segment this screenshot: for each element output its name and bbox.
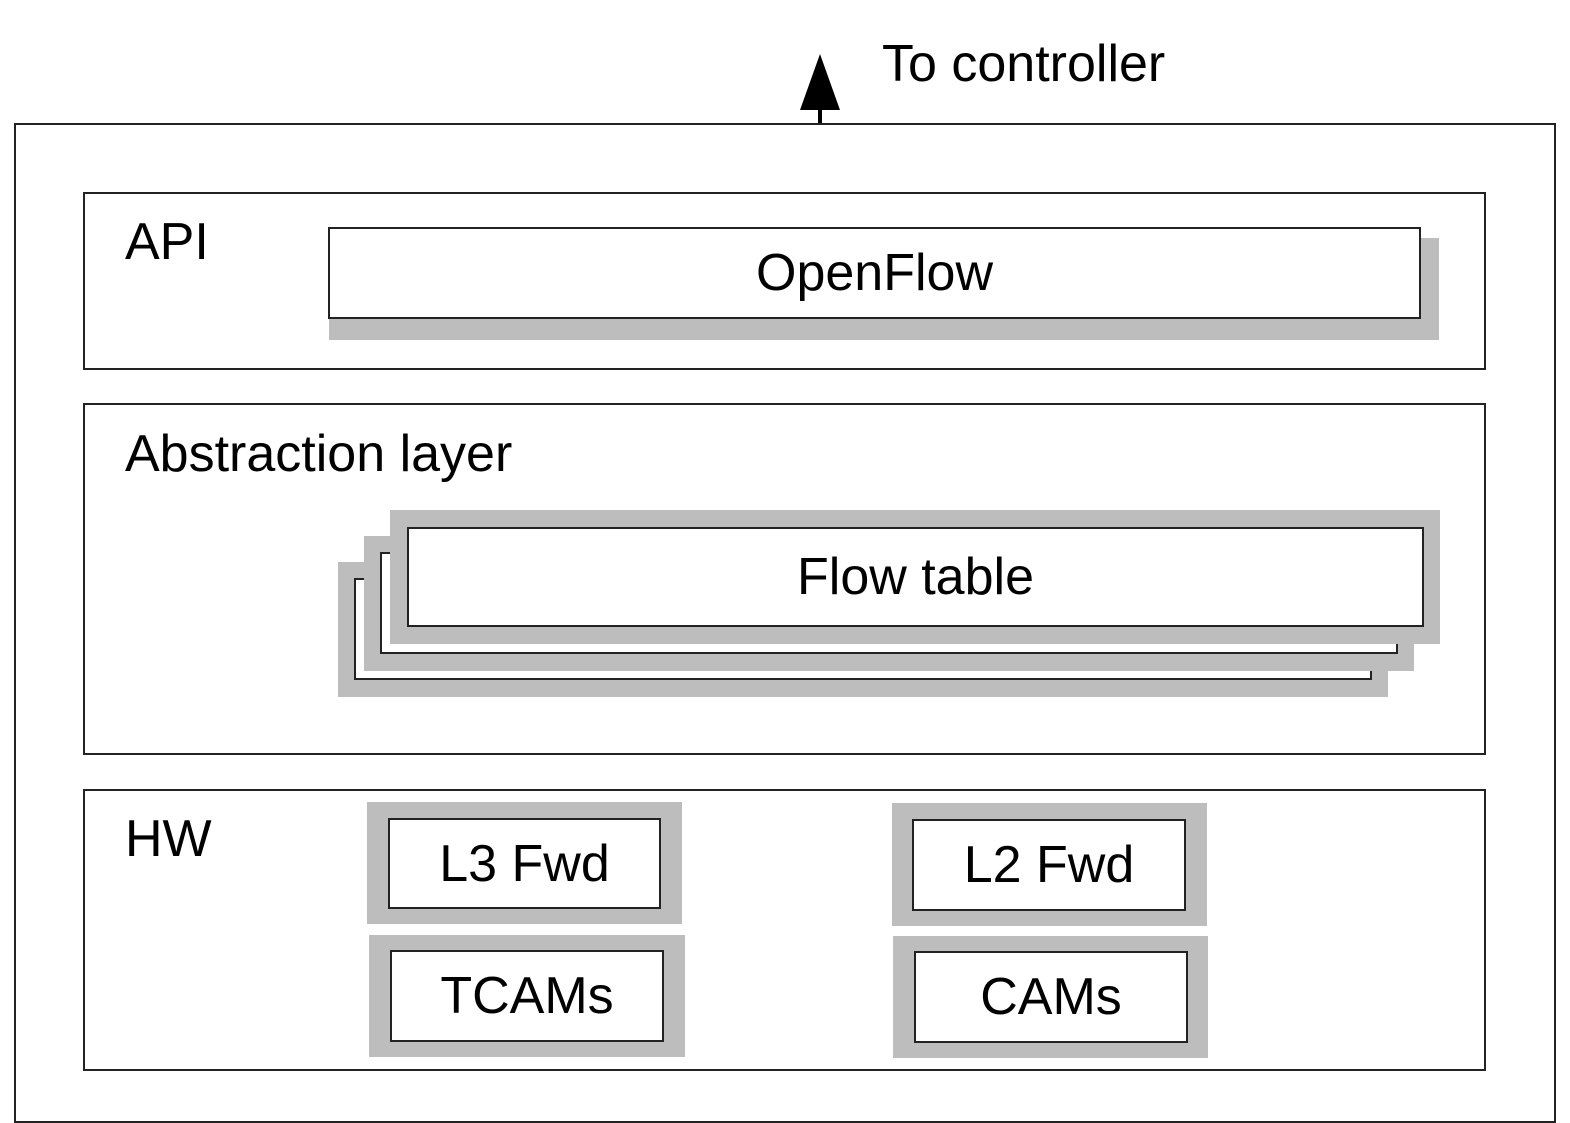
openflow-box: OpenFlow [328, 227, 1421, 319]
arrowhead-icon [800, 54, 840, 110]
l2-fwd-box: L2 Fwd [912, 819, 1186, 911]
cams-box: CAMs [914, 951, 1188, 1043]
to-controller-label: To controller [882, 35, 1166, 93]
hw-layer [83, 789, 1486, 1071]
abstraction-layer-label: Abstraction layer [125, 425, 513, 483]
l3-fwd-box: L3 Fwd [388, 818, 661, 909]
hw-layer-label: HW [125, 810, 212, 868]
tcams-box: TCAMs [390, 950, 664, 1042]
flow-table-box: Flow table [407, 527, 1424, 627]
api-layer-label: API [125, 213, 209, 271]
